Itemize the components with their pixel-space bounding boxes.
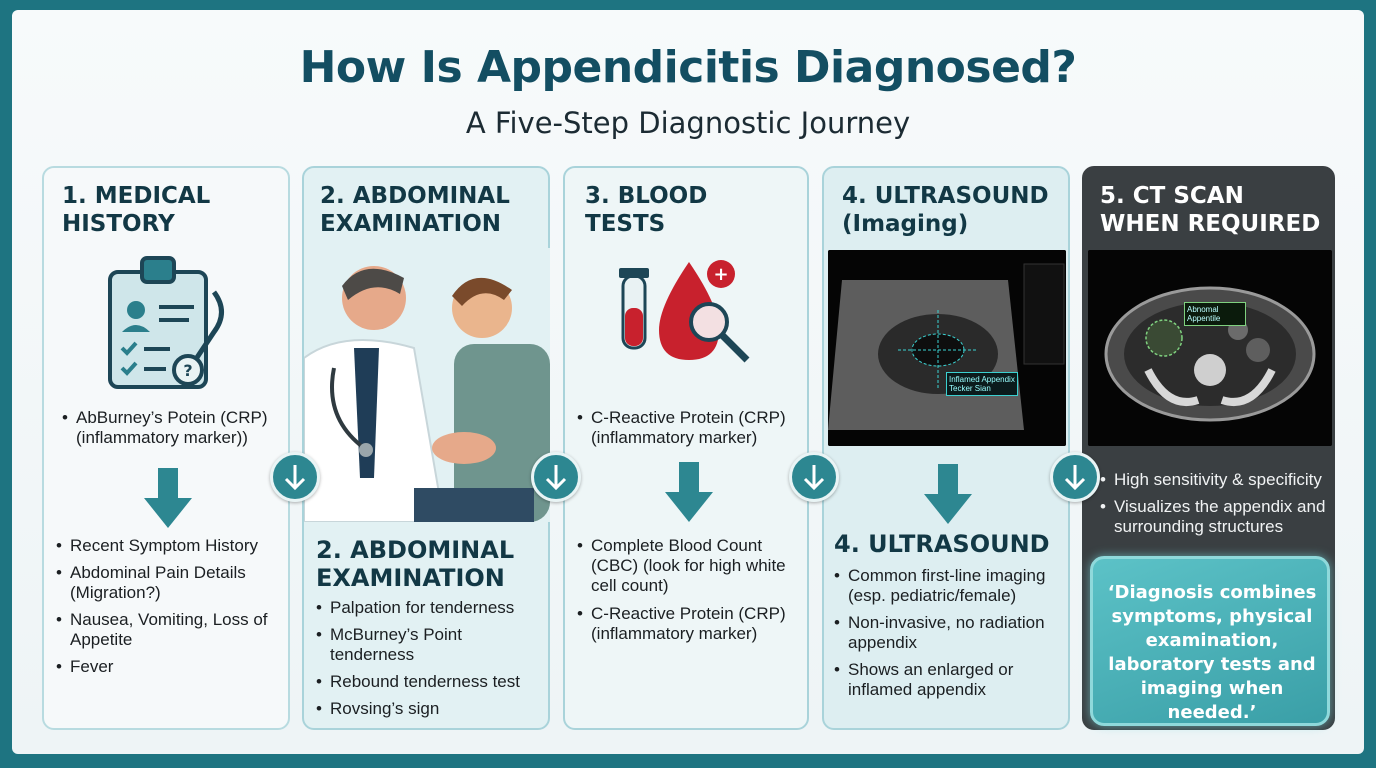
blood-drop-test-tube-icon: + bbox=[619, 260, 750, 363]
step-card-blood-tests: 3. BLOOD TESTS + C-Reactive Protein (CRP… bbox=[563, 166, 809, 730]
scan-annotation: Inflamed Appendix Tecker Sian bbox=[946, 372, 1018, 396]
down-arrow-icon bbox=[144, 468, 192, 528]
bullet-item: Palpation for tenderness bbox=[316, 598, 546, 618]
bullet-item: Nausea, Vomiting, Loss of Appetite bbox=[56, 610, 284, 650]
bullet-item: Rebound tenderness test bbox=[316, 672, 546, 692]
bottom-bullets: Palpation for tenderness McBurney’s Poin… bbox=[316, 598, 546, 726]
next-step-arrow-icon bbox=[789, 452, 839, 502]
ct-scan-image: Abnomal Appentile bbox=[1088, 250, 1332, 446]
bottom-bullets: Common first-line imaging (esp. pediatri… bbox=[834, 566, 1066, 707]
doctor-patient-illustration bbox=[304, 248, 550, 522]
bullet-item: Fever bbox=[56, 657, 284, 677]
page-subtitle: A Five-Step Diagnostic Journey bbox=[465, 106, 911, 140]
bullet-item: C-Reactive Protein (CRP) (inflammatory m… bbox=[577, 604, 803, 644]
step-title: 5. CT SCAN WHEN REQUIRED bbox=[1100, 183, 1321, 237]
page-title: How Is Appendicitis Diagnosed? bbox=[299, 42, 1077, 93]
step-card-medical-history: 1. MEDICAL HISTORY ? AbBurney’s Potein (… bbox=[42, 166, 290, 730]
bullet-item: McBurney’s Point tenderness bbox=[316, 625, 546, 665]
bullet-item: C-Reactive Protein (CRP) (inflammatory m… bbox=[577, 408, 803, 448]
step-title: 2. ABDOMINAL EXAMINATION bbox=[320, 183, 510, 237]
bullet-item: Recent Symptom History bbox=[56, 536, 284, 556]
ultrasound-scan-image: Inflamed Appendix Tecker Sian bbox=[828, 250, 1066, 446]
next-step-arrow-icon bbox=[531, 452, 581, 502]
bullet-item: Common first-line imaging (esp. pediatri… bbox=[834, 566, 1066, 606]
top-bullets: C-Reactive Protein (CRP) (inflammatory m… bbox=[577, 408, 803, 455]
step-subheading: 2. ABDOMINAL EXAMINATION bbox=[316, 536, 515, 592]
scan-annotation: Abnomal Appentile bbox=[1184, 302, 1246, 326]
bullet-item: Complete Blood Count (CBC) (look for hig… bbox=[577, 536, 803, 596]
step-title: 4. ULTRASOUND (Imaging) bbox=[842, 183, 1049, 237]
top-bullets: AbBurney’s Potein (CRP) (inflammatory ma… bbox=[62, 408, 284, 455]
next-step-arrow-icon bbox=[1050, 452, 1100, 502]
bottom-bullets: Complete Blood Count (CBC) (look for hig… bbox=[577, 536, 803, 651]
summary-quote-box: ‘Diagnosis combines symptoms, physical e… bbox=[1090, 556, 1330, 726]
bullet-item: Shows an enlarged or inflamed appendix bbox=[834, 660, 1066, 700]
bullet-item: Rovsing’s sign bbox=[316, 699, 546, 719]
bullet-item: AbBurney’s Potein (CRP) (inflammatory ma… bbox=[62, 408, 284, 448]
bullet-item: Non-invasive, no radiation appendix bbox=[834, 613, 1066, 653]
bullet-item: Visualizes the appendix and surrounding … bbox=[1100, 497, 1332, 537]
clipboard-stethoscope-icon: ? bbox=[108, 256, 224, 389]
summary-quote: ‘Diagnosis combines symptoms, physical e… bbox=[1107, 582, 1317, 723]
step-card-ultrasound: 4. ULTRASOUND (Imaging) Inflamed Appendi… bbox=[822, 166, 1070, 730]
next-step-arrow-icon bbox=[270, 452, 320, 502]
bullet-item: High sensitivity & specificity bbox=[1100, 470, 1332, 490]
step-card-abdominal-examination: 2. ABDOMINAL EXAMINATION 2. ABDOMINAL EX… bbox=[302, 166, 550, 730]
step-subheading: 4. ULTRASOUND bbox=[834, 530, 1050, 558]
step-title: 3. BLOOD TESTS bbox=[585, 183, 708, 237]
svg-text:?: ? bbox=[183, 361, 192, 380]
svg-text:+: + bbox=[713, 264, 728, 285]
bottom-bullets: High sensitivity & specificity Visualize… bbox=[1100, 470, 1332, 544]
down-arrow-icon bbox=[665, 462, 713, 522]
down-arrow-icon bbox=[924, 464, 972, 524]
step-title: 1. MEDICAL HISTORY bbox=[62, 183, 211, 237]
bullet-item: Abdominal Pain Details (Migration?) bbox=[56, 563, 284, 603]
bottom-bullets: Recent Symptom History Abdominal Pain De… bbox=[56, 536, 284, 684]
